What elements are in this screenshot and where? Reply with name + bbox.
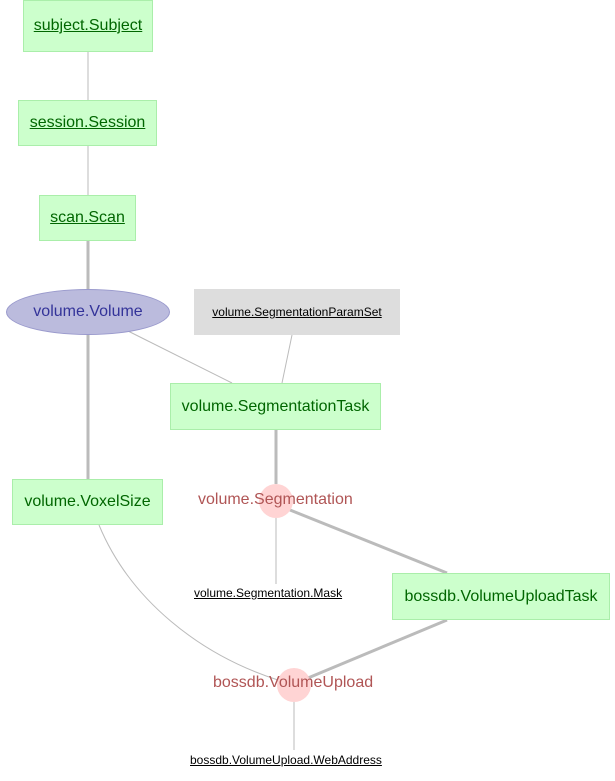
node-volume-upload-web-address[interactable]: bossdb.VolumeUpload.WebAddress xyxy=(190,753,382,767)
node-volume-upload-task[interactable]: bossdb.VolumeUploadTask xyxy=(392,573,610,620)
edge-segmentation-uploadtask xyxy=(289,508,448,575)
node-voxel-size[interactable]: volume.VoxelSize xyxy=(12,479,163,525)
edge-voxelsize-volumeupload xyxy=(98,524,279,681)
node-scan-scan[interactable]: scan.Scan xyxy=(39,195,136,241)
node-subject-subject[interactable]: subject.Subject xyxy=(23,0,153,52)
node-scan-scan-label: scan.Scan xyxy=(50,209,125,226)
node-voxel-size-label: volume.VoxelSize xyxy=(24,493,151,510)
edge-volume-segmentationtask xyxy=(127,330,233,384)
node-segmentation-task[interactable]: volume.SegmentationTask xyxy=(170,383,381,430)
node-subject-subject-label: subject.Subject xyxy=(33,17,143,34)
node-segmentation-param-set[interactable]: volume.SegmentationParamSet xyxy=(194,289,400,335)
node-session-session[interactable]: session.Session xyxy=(18,100,157,146)
node-segmentation-mask[interactable]: volume.Segmentation.Mask xyxy=(194,586,343,600)
node-volume-volume[interactable]: volume.Volume xyxy=(6,289,170,335)
node-volume-upload-dot[interactable] xyxy=(277,668,311,702)
node-segmentation-param-set-label: volume.SegmentationParamSet xyxy=(212,305,382,319)
edge-paramset-segmentationtask xyxy=(281,334,293,384)
node-session-session-label: session.Session xyxy=(29,114,146,131)
node-volume-upload-label[interactable]: bossdb.VolumeUpload xyxy=(213,674,374,691)
edge-uploadtask-volumeupload xyxy=(307,618,448,680)
node-segmentation-label[interactable]: volume.Segmentation xyxy=(198,491,353,508)
node-segmentation-task-label: volume.SegmentationTask xyxy=(181,397,370,415)
node-volume-upload-task-label: bossdb.VolumeUploadTask xyxy=(404,587,598,605)
node-segmentation-dot[interactable] xyxy=(259,484,293,518)
node-volume-volume-label: volume.Volume xyxy=(33,303,143,320)
